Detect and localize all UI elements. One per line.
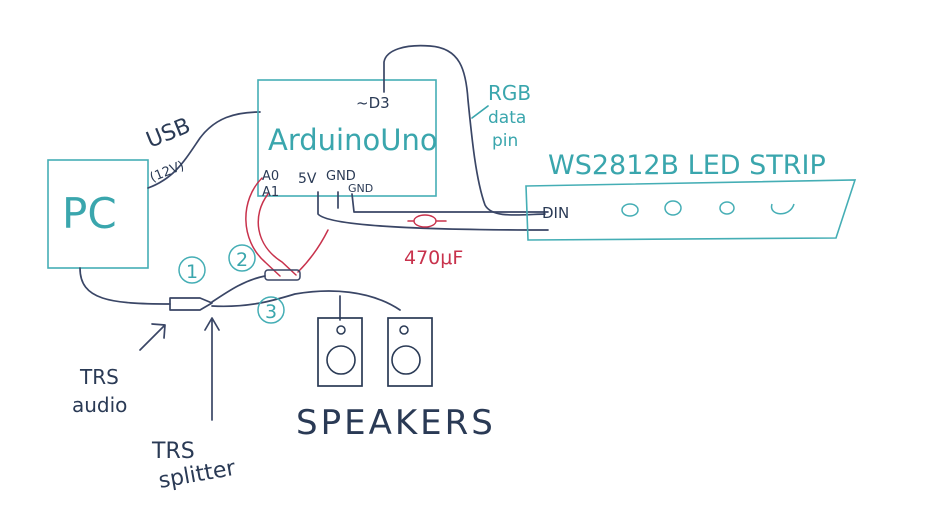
splitter-branch-speakers <box>211 290 401 311</box>
marker-1 <box>178 256 206 284</box>
rgb-pointer <box>471 105 489 119</box>
led-4 <box>770 203 795 215</box>
pin-5v-label: 5V <box>298 171 317 187</box>
trs-audio-label-line1: TRS <box>79 365 119 389</box>
rgb-label-line3: pin <box>492 131 518 151</box>
gnd-audio-wire <box>297 229 329 273</box>
speakers-label: SPEAKERS <box>296 403 496 443</box>
speaker-right <box>387 317 433 387</box>
marker-2-label: 2 <box>236 249 248 271</box>
marker-1-label: 1 <box>186 261 198 283</box>
audio-cable <box>79 267 171 305</box>
pin-d3-label: ~D3 <box>356 94 390 112</box>
din-label: DIN <box>542 204 569 222</box>
rgb-label-line2: data <box>488 108 526 128</box>
trs-audio-label-line2: audio <box>72 393 127 417</box>
speaker-right-woofer <box>391 345 421 375</box>
speaker-right-tweeter <box>399 325 409 335</box>
rgb-label-line1: RGB <box>488 81 531 105</box>
marker-3 <box>257 296 285 324</box>
capacitor-symbol <box>413 214 437 228</box>
trs-splitter-label-line1: TRS <box>151 439 195 464</box>
arduino-box <box>257 79 437 197</box>
trs-audio-arrow <box>139 323 166 351</box>
a1-wire <box>257 193 297 276</box>
pin-gnd-top-label: GND <box>326 169 356 184</box>
pc-label: PC <box>62 189 117 238</box>
splitter-branch-arduino <box>211 275 266 303</box>
usb-voltage-label: (12V) <box>148 158 187 185</box>
led-2 <box>664 200 682 216</box>
led-1 <box>621 203 639 217</box>
led-strip-outline <box>525 179 857 241</box>
capacitor-label: 470μF <box>404 247 463 269</box>
pin-gnd-bottom-label: GND <box>348 182 373 195</box>
pc-box <box>47 159 149 269</box>
usb-cable <box>147 111 261 189</box>
usb-label: USB <box>143 113 194 153</box>
speaker-left-tweeter <box>336 325 346 335</box>
trs-splitter-arrow <box>204 317 220 421</box>
trs-splitter-body <box>169 297 213 311</box>
led-strip-label: WS2812B LED STRIP <box>548 150 826 181</box>
marker-2 <box>228 244 256 272</box>
speaker-left <box>317 317 363 387</box>
speaker-left-woofer <box>326 345 356 375</box>
pin-a0-label: A0 <box>262 169 279 184</box>
gnd-wire <box>351 193 549 213</box>
led-3 <box>719 201 735 215</box>
marker-3-label: 3 <box>265 301 277 323</box>
5v-wire <box>317 191 549 231</box>
audio-plug <box>264 269 301 281</box>
arduino-label: ArduinoUno <box>268 123 438 157</box>
a0-wire <box>245 177 281 277</box>
